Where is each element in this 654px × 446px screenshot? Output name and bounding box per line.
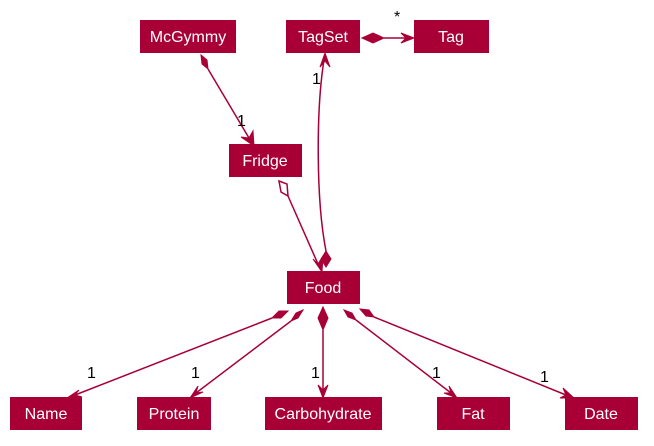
class-fat-label: Fat xyxy=(461,406,485,423)
edge-food-fat xyxy=(342,309,459,400)
edge-mcgymmy-fridge xyxy=(200,53,255,148)
class-protein: Protein xyxy=(137,397,211,430)
arrow-head-icon xyxy=(443,385,459,400)
edge-food-tagset xyxy=(317,51,332,268)
multiplicity-mcgymmy-fridge: 1 xyxy=(237,113,246,130)
multiplicity-food-tagset: 1 xyxy=(312,71,321,88)
class-fat: Fat xyxy=(437,397,510,430)
class-food: Food xyxy=(287,271,360,304)
class-name: Name xyxy=(10,397,82,430)
arrow-head-icon xyxy=(188,385,204,400)
multiplicity-food-protein: 1 xyxy=(191,365,200,382)
class-fridge: Fridge xyxy=(229,144,302,177)
class-date: Date xyxy=(565,397,638,430)
arrow-head-icon xyxy=(317,384,329,400)
class-food-label: Food xyxy=(305,280,341,297)
edge-fridge-food xyxy=(278,179,324,274)
arrow-head-icon xyxy=(400,32,416,44)
edge-tagset-tag xyxy=(360,32,416,44)
edge-food-date xyxy=(358,308,576,399)
edge-food-protein xyxy=(188,308,305,400)
multiplicity-food-fat: 1 xyxy=(432,365,441,382)
composition-diamond-icon xyxy=(320,250,332,268)
multiplicity-food-date: 1 xyxy=(540,369,549,386)
class-protein-label: Protein xyxy=(149,406,200,423)
arrow-head-icon xyxy=(319,51,331,68)
class-name-label: Name xyxy=(25,406,68,423)
composition-diamond-icon xyxy=(317,305,329,332)
class-tag: Tag xyxy=(414,20,489,53)
class-carbohydrate: Carbohydrate xyxy=(265,397,382,430)
composition-diamond-icon xyxy=(360,32,386,44)
composition-diamond-icon xyxy=(342,309,358,321)
class-tagset: TagSet xyxy=(286,20,360,53)
class-mcgymmy-label: McGymmy xyxy=(150,29,226,46)
multiplicity-food-carbohydrate: 1 xyxy=(311,365,320,382)
class-date-label: Date xyxy=(584,406,618,423)
class-mcgymmy: McGymmy xyxy=(140,20,236,53)
class-tagset-label: TagSet xyxy=(298,29,348,46)
multiplicity-tagset-tag: * xyxy=(394,9,400,26)
composition-diamond-icon xyxy=(270,310,290,319)
class-tag-label: Tag xyxy=(438,29,464,46)
composition-diamond-icon xyxy=(200,53,209,71)
composition-diamond-icon xyxy=(289,308,305,323)
aggregation-diamond-icon xyxy=(278,179,289,198)
edge-food-carbohydrate xyxy=(317,305,329,400)
composition-diamond-icon xyxy=(358,308,376,318)
edge-food-name xyxy=(65,310,290,399)
class-carbohydrate-label: Carbohydrate xyxy=(275,406,372,423)
arrow-head-icon xyxy=(240,129,255,148)
multiplicity-food-name: 1 xyxy=(87,365,96,382)
arrow-head-icon xyxy=(559,387,576,399)
class-fridge-label: Fridge xyxy=(242,153,287,170)
arrow-head-icon xyxy=(65,389,83,399)
